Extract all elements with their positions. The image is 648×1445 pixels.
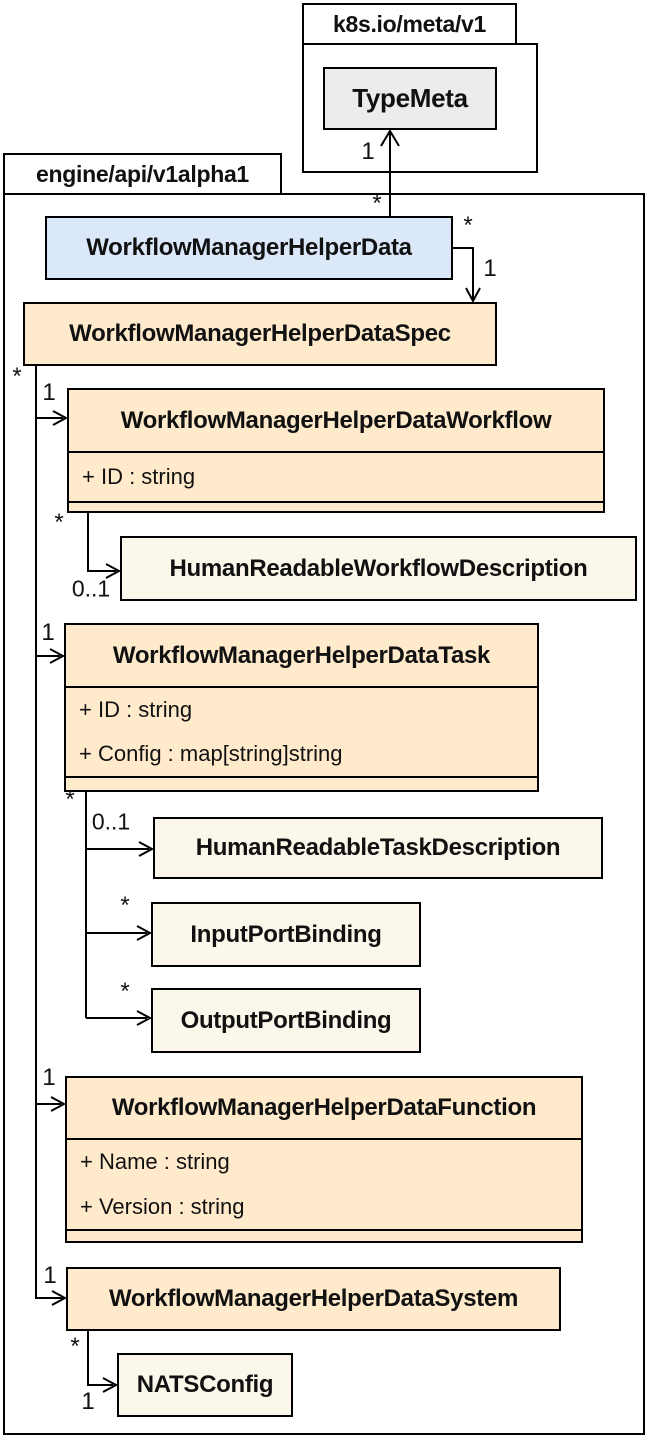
class-workflowmanagerhelperdata: WorkflowManagerHelperData	[45, 216, 453, 280]
multiplicity-spec-task: 1	[41, 619, 55, 646]
class-humanreadableworkflowdescription: HumanReadableWorkflowDescription	[120, 536, 637, 601]
class-workflowmanagerhelperdataworkflow: WorkflowManagerHelperDataWorkflow + ID :…	[67, 388, 605, 513]
attribute-config: + Config : map[string]string	[79, 741, 343, 766]
class-inputportbinding: InputPortBinding	[151, 902, 421, 967]
class-title: WorkflowManagerHelperDataSystem	[108, 1285, 519, 1312]
package-tab-engine: engine/api/v1alpha1	[3, 153, 282, 195]
class-natsconfig: NATSConfig	[117, 1353, 293, 1417]
class-title: HumanReadableWorkflowDescription	[169, 554, 588, 582]
multiplicity-task-output: *	[120, 978, 130, 1005]
multiplicity-spec-workflow: 1	[42, 379, 56, 406]
multiplicity-task-input: *	[120, 892, 130, 919]
multiplicity-data-typemeta-target: 1	[361, 138, 375, 165]
multiplicity-workflow-description: 0..1	[71, 575, 111, 602]
class-title: WorkflowManagerHelperDataWorkflow	[120, 406, 552, 434]
class-typemeta: TypeMeta	[323, 67, 497, 130]
multiplicity-data-spec-source: *	[463, 212, 473, 239]
class-title: TypeMeta	[352, 83, 468, 113]
multiplicity-task-description: 0..1	[91, 808, 131, 835]
class-methods-compartment	[66, 776, 537, 790]
class-workflowmanagerhelperdatatask: WorkflowManagerHelperDataTask + ID : str…	[64, 623, 539, 792]
class-workflowmanagerhelperdatasystem: WorkflowManagerHelperDataSystem	[66, 1267, 561, 1331]
class-workflowmanagerhelperdataspec: WorkflowManagerHelperDataSpec	[23, 302, 497, 366]
multiplicity-system-children-source: *	[70, 1333, 80, 1360]
class-title: OutputPortBinding	[180, 1006, 392, 1034]
class-title: WorkflowManagerHelperDataFunction	[111, 1094, 537, 1121]
class-title: HumanReadableTaskDescription	[195, 834, 561, 861]
package-label-engine: engine/api/v1alpha1	[36, 160, 249, 187]
class-humanreadabletaskdescription: HumanReadableTaskDescription	[153, 817, 603, 879]
package-tab-k8s: k8s.io/meta/v1	[302, 3, 517, 45]
class-attributes: + Name : string + Version : string	[67, 1138, 581, 1229]
class-title: NATSConfig	[136, 1371, 274, 1398]
attribute-version: + Version : string	[80, 1193, 245, 1219]
class-title: WorkflowManagerHelperDataSpec	[69, 320, 451, 347]
multiplicity-spec-children-source: *	[12, 363, 22, 390]
multiplicity-system-nats: 1	[81, 1388, 95, 1415]
class-methods-compartment	[69, 501, 603, 511]
attribute-id: + ID : string	[79, 697, 193, 722]
class-attributes: + ID : string	[69, 451, 603, 501]
class-outputportbinding: OutputPortBinding	[151, 988, 421, 1053]
class-methods-compartment	[67, 1229, 581, 1241]
class-title: InputPortBinding	[190, 920, 382, 948]
multiplicity-spec-function: 1	[42, 1064, 56, 1091]
multiplicity-workflow-children-source: *	[54, 509, 64, 536]
package-label-k8s: k8s.io/meta/v1	[332, 10, 487, 37]
multiplicity-task-children-source: *	[65, 786, 75, 813]
multiplicity-spec-system: 1	[43, 1262, 57, 1289]
multiplicity-data-spec-target: 1	[483, 255, 497, 282]
attribute-id: + ID : string	[82, 464, 196, 489]
class-title: WorkflowManagerHelperData	[86, 234, 412, 261]
attribute-name: + Name : string	[80, 1149, 230, 1175]
class-title: WorkflowManagerHelperDataTask	[112, 641, 491, 669]
multiplicity-data-typemeta-source: *	[372, 190, 382, 217]
class-workflowmanagerhelperdatafunction: WorkflowManagerHelperDataFunction + Name…	[65, 1076, 583, 1243]
class-attributes: + ID : string + Config : map[string]stri…	[66, 686, 537, 776]
